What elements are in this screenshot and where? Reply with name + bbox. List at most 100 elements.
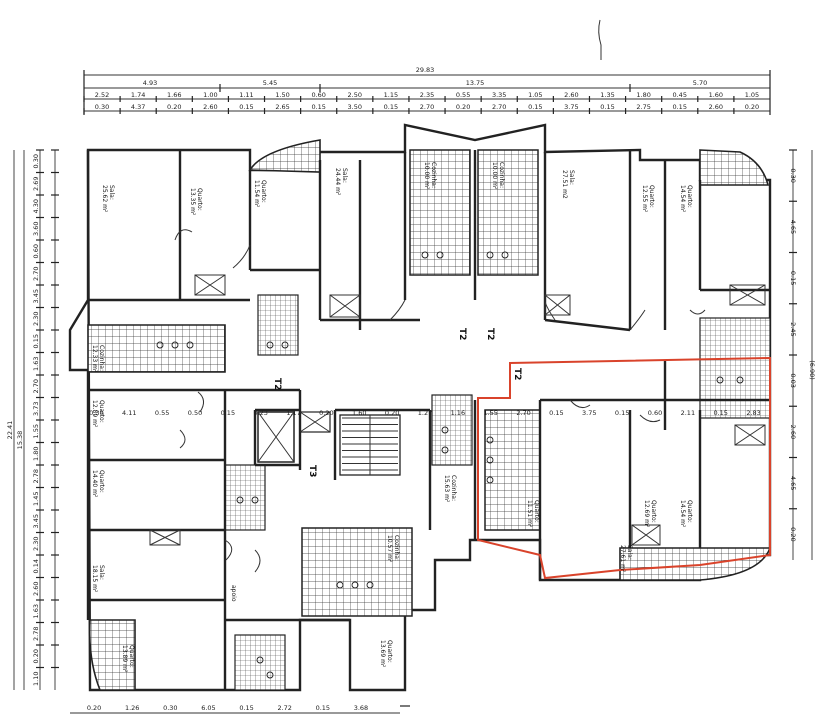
dim-top-row3-2: 0.20 (167, 103, 181, 111)
highlighted-apartment-outline (477, 356, 771, 580)
dim-top-row3-0: 0.30 (95, 103, 109, 111)
room-label-sala: Sala:27.51 m2 (561, 170, 575, 199)
room-name: Sala: (108, 185, 115, 200)
dim-top-row2-7: 2.50 (348, 91, 362, 99)
room-name: Sala: (626, 545, 633, 560)
dim-top-row2-16: 0.45 (672, 91, 686, 99)
dim-top-row2-13: 2.60 (564, 91, 578, 99)
dim-top-row3-1: 4.37 (131, 103, 145, 111)
dim-mid-7: 0.20 (319, 409, 333, 417)
dim-mid-16: 0.15 (615, 409, 629, 417)
dim-left-6: 3.45 (32, 289, 40, 303)
bottom-dimension-lines (70, 705, 410, 714)
room-label-quarto: Quarto:12.69 m² (643, 500, 657, 528)
fixture-0 (421, 251, 429, 259)
dim-top-row1-3: 5.70 (693, 79, 707, 87)
room-label-sala: Sala:25.62 m² (101, 185, 115, 213)
dim-top-row2-12: 1.05 (528, 91, 542, 99)
unit-tag-text: T2 (272, 378, 282, 390)
room-area: 15.63 m² (443, 475, 450, 503)
dim-left-2: 4.30 (32, 199, 40, 213)
dim-top-row2-15: 1.80 (636, 91, 650, 99)
dim-bottom-4: 0.15 (239, 704, 253, 712)
dim-left-16: 3.45 (32, 514, 40, 528)
room-name: Quarto: (196, 188, 203, 211)
room-name: Cozinha: (498, 162, 505, 188)
room-label-quarto: Quarto:13.69 m² (379, 640, 393, 668)
unit-tag-t2-a: T2 (272, 378, 282, 390)
balcony-bottom-right (619, 547, 772, 581)
fixture-15 (736, 376, 744, 384)
dim-mid-19: 0.15 (713, 409, 727, 417)
fixture-19 (441, 426, 449, 434)
unit-tag-t2-c: T2 (485, 328, 495, 340)
dim-mid-12: 1.55 (483, 409, 497, 417)
balcony-top-right (699, 149, 770, 186)
dim-mid-13: 2.70 (516, 409, 530, 417)
dim-right-7: 0.20 (789, 527, 797, 541)
fixture-18 (186, 341, 194, 349)
tiled-areas (224, 149, 771, 691)
dim-total-top: 29.83 (416, 66, 435, 74)
room-name: Cozinha: (393, 535, 400, 561)
room-area: 10.57 m² (386, 535, 393, 563)
dim-top-row2-6: 0.60 (311, 91, 325, 99)
dim-right-6: 4.65 (789, 476, 797, 490)
room-label-quarto: Quarto:13.89 m² (121, 645, 135, 673)
room-name: Quarto: (648, 185, 655, 208)
dim-left-23: 1.10 (32, 672, 40, 686)
room-label-sala: Sala:18.15 m² (91, 565, 105, 593)
dim-top-row3-5: 2.65 (275, 103, 289, 111)
dim-left-1: 2.69 (32, 177, 40, 191)
dim-mid-3: 0.50 (188, 409, 202, 417)
room-name: Quarto: (650, 500, 657, 523)
fixture-11 (281, 341, 289, 349)
room-name: Quarto: (686, 500, 693, 523)
dim-top-row2-9: 2.35 (420, 91, 434, 99)
dim-left-8: 0.15 (32, 334, 40, 348)
room-name: Quarto: (128, 645, 135, 668)
fixture-14 (716, 376, 724, 384)
dim-mid-8: 1.60 (352, 409, 366, 417)
dim-top-row3-10: 0.20 (456, 103, 470, 111)
dim-right-5: 2.60 (789, 425, 797, 439)
unit-tag-t2-b: T2 (457, 328, 467, 340)
dim-left-22: 0.20 (32, 649, 40, 663)
room-label-quarto: Quarto:14.54 m² (679, 500, 693, 528)
room-area: 12.33 m² (91, 345, 98, 373)
dim-right-1: 4.65 (789, 220, 797, 234)
fixture-1 (436, 251, 444, 259)
unit-tag-text: T2 (485, 328, 495, 340)
room-name: Sala: (568, 170, 575, 185)
room-label-quarto: Quarto:13.35 m² (189, 188, 203, 216)
dim-bottom-0: 0.20 (87, 704, 101, 712)
dim-left-13: 1.80 (32, 447, 40, 461)
dim-left-18: 0.14 (32, 559, 40, 573)
dim-bottom-7: 3.68 (354, 704, 368, 712)
dim-mid-0: 0.30 (89, 409, 103, 417)
dim-mid-15: 3.75 (582, 409, 596, 417)
dim-mid-11: 1.16 (451, 409, 465, 417)
left-dimension-lines (13, 149, 59, 690)
balcony-left (87, 324, 226, 373)
unit-tag-text: T2 (457, 328, 467, 340)
dim-left-11: 3.73 (32, 402, 40, 416)
room-label-quarto: Quarto:12.55 m² (641, 185, 655, 213)
dim-top-row2-17: 1.60 (709, 91, 723, 99)
dim-top-row1-1: 5.45 (263, 79, 277, 87)
fixture-10 (266, 341, 274, 349)
door-swings (174, 229, 706, 573)
dim-top-row3-15: 2.75 (636, 103, 650, 111)
fixture-12 (236, 496, 244, 504)
room-area: 18.15 m² (91, 565, 98, 593)
fixture-16 (156, 341, 164, 349)
room-label-cozinha: Cozinha:10.00 m² (491, 162, 505, 190)
room-area: 13.35 m² (189, 188, 196, 216)
dim-mid-2: 0.55 (155, 409, 169, 417)
dim-right-4: 0.03 (789, 373, 797, 387)
balcony-bottom-left (88, 619, 136, 691)
fixture-2 (486, 251, 494, 259)
room-label-quarto: Quarto:14.54 m² (679, 185, 693, 213)
dim-top-row2-18: 1.05 (745, 91, 759, 99)
